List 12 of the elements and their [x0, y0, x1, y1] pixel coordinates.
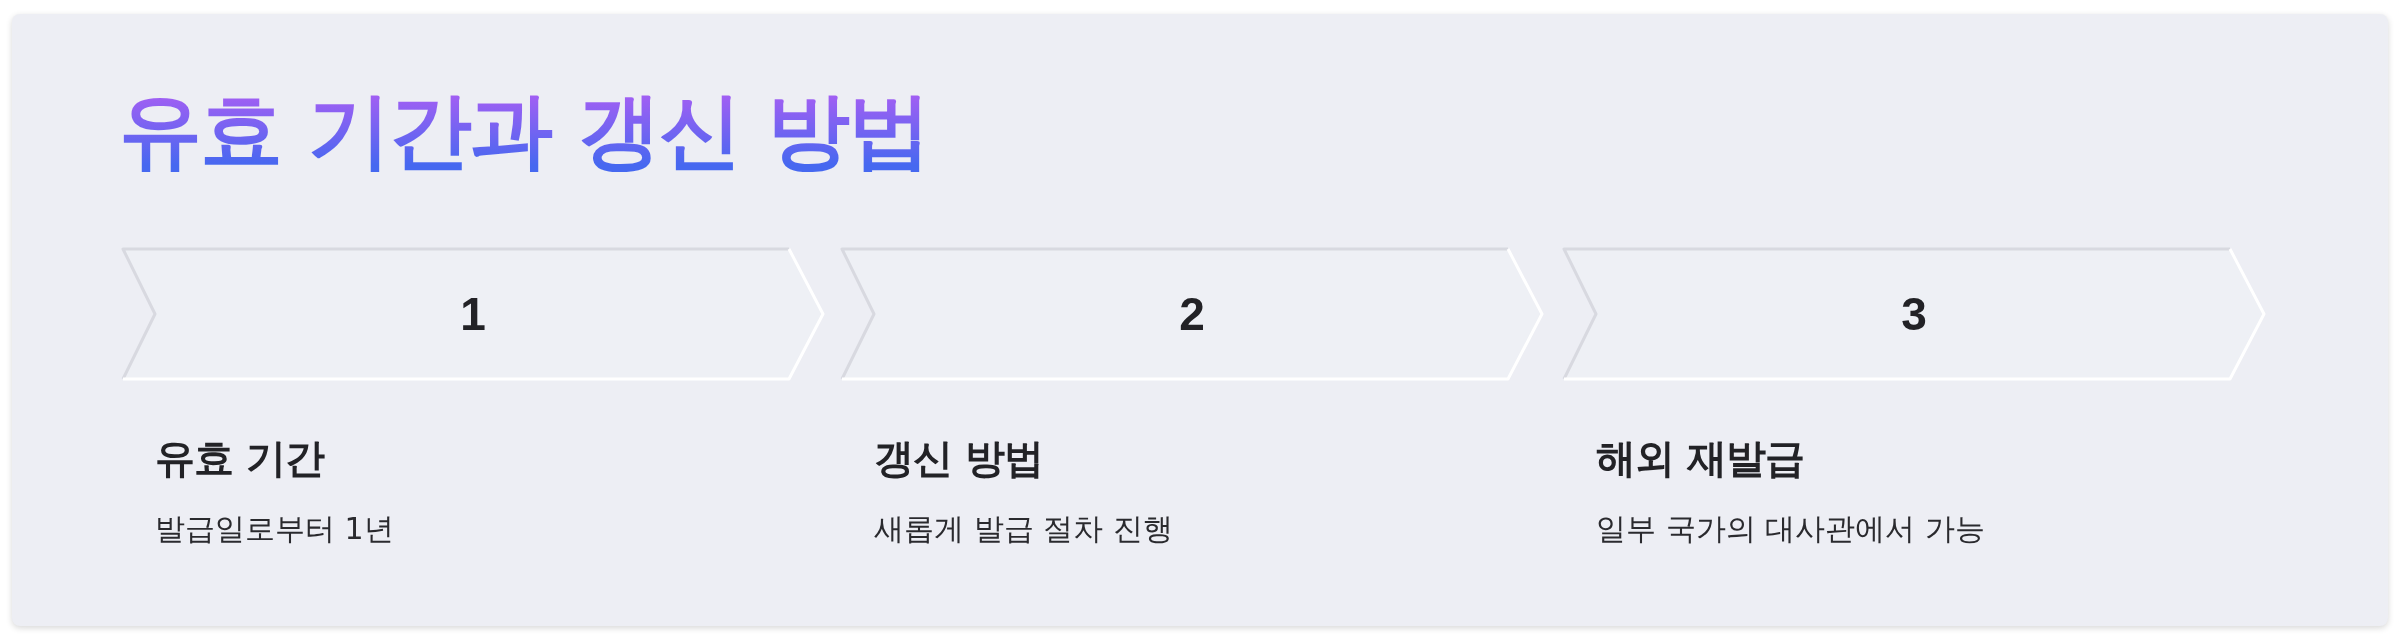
- step-number: 1: [460, 291, 486, 337]
- step-description: 일부 국가의 대사관에서 가능: [1596, 511, 1985, 547]
- step-heading: 유효 기간: [155, 434, 324, 482]
- chevron-step: [1562, 247, 2266, 381]
- step-number: 2: [1179, 291, 1205, 337]
- step-description: 발급일로부터 1년: [155, 511, 394, 547]
- step-heading: 해외 재발급: [1596, 434, 1804, 482]
- chevron-step: [121, 247, 825, 381]
- step-heading: 갱신 방법: [874, 434, 1043, 482]
- chevron-step: [840, 247, 1544, 381]
- step-description: 새롭게 발급 절차 진행: [874, 511, 1173, 547]
- step-number: 3: [1901, 291, 1927, 337]
